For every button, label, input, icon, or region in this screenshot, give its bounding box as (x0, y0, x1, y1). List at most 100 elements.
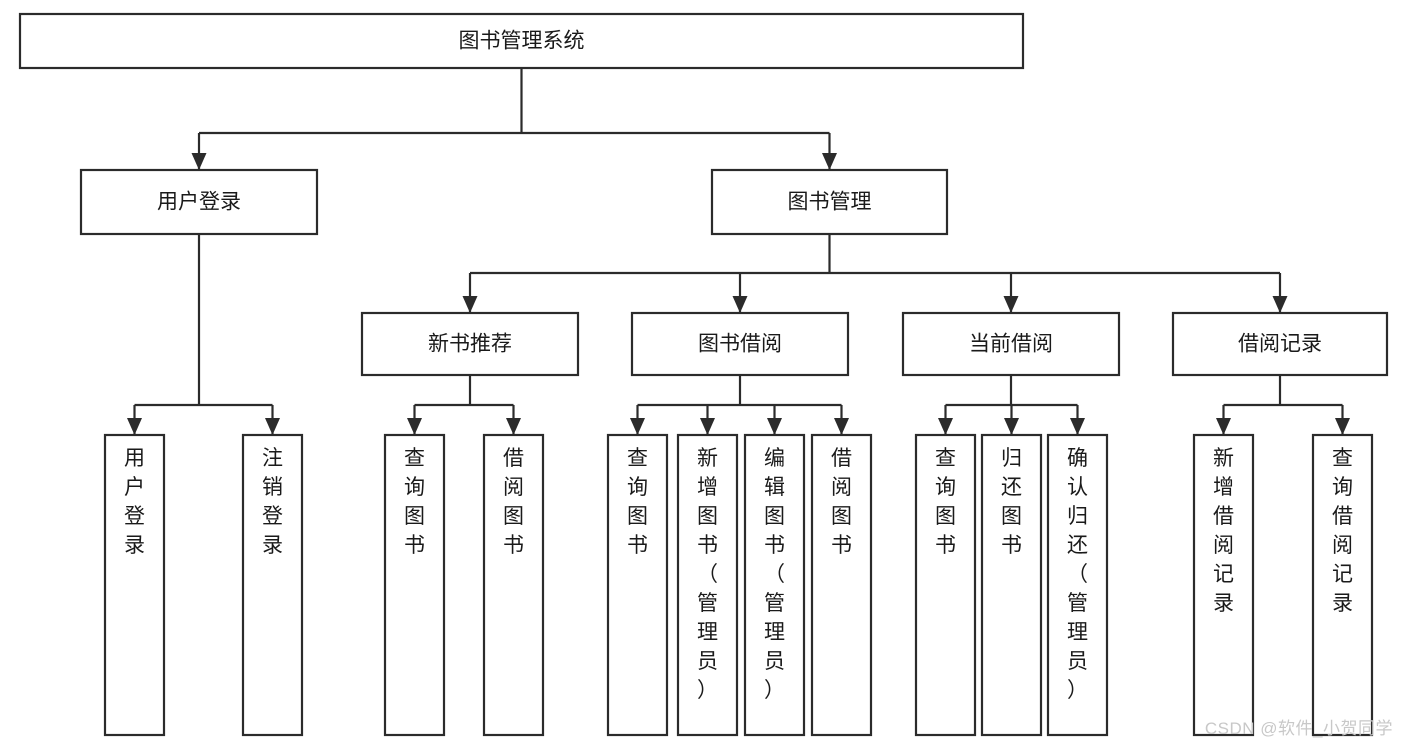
node-box-leaf-confirm-return-admin (1046, 433, 1109, 737)
node-label-leaf-add-book-admin: 理 (697, 621, 718, 644)
node-label-new-book-recommend: 新书推荐 (428, 333, 512, 356)
node-box-leaf-return-book (980, 433, 1043, 737)
node-label-leaf-confirm-return-admin: 管 (1067, 592, 1088, 615)
node-box-book-borrow (630, 311, 850, 377)
node-current-borrow[interactable]: 当前借阅 (901, 311, 1121, 377)
node-label-leaf-add-book-admin: 书 (697, 534, 718, 557)
node-label-leaf-query-book-rec: 查 (404, 447, 425, 470)
node-label-leaf-edit-book-admin: （ (764, 563, 785, 586)
node-label-leaf-add-borrow-record: 录 (1213, 592, 1234, 615)
node-box-leaf-add-borrow-record (1192, 433, 1255, 737)
node-label-borrow-record: 借阅记录 (1238, 333, 1322, 356)
node-label-leaf-return-book: 书 (1001, 534, 1022, 557)
node-user-login[interactable]: 用户登录 (79, 168, 319, 236)
node-label-leaf-add-book-admin: 增 (697, 476, 718, 499)
connector-group-user-login (127, 234, 280, 435)
arrow-head-icon (1216, 418, 1231, 435)
node-label-leaf-confirm-return-admin: 确 (1067, 447, 1088, 470)
node-label-leaf-borrow-book: 图 (831, 505, 852, 528)
node-label-leaf-confirm-return-admin: 还 (1067, 534, 1088, 557)
node-label-leaf-confirm-return-admin: 归 (1067, 505, 1088, 528)
node-label-leaf-user-login: 登 (124, 505, 145, 528)
node-label-leaf-confirm-return-admin: ） (1067, 679, 1088, 702)
arrow-head-icon (407, 418, 422, 435)
node-label-leaf-confirm-return-admin: 认 (1067, 476, 1088, 499)
node-label-leaf-query-borrow-record: 询 (1332, 476, 1353, 499)
arrow-head-icon (700, 418, 715, 435)
node-label-leaf-borrow-book: 借 (831, 447, 852, 470)
node-label-leaf-query-book-current: 图 (935, 505, 956, 528)
node-label-current-borrow: 当前借阅 (969, 333, 1053, 356)
connector-group-borrow-record (1216, 375, 1350, 435)
node-label-leaf-query-book-current: 查 (935, 447, 956, 470)
node-box-leaf-query-book-borrow (606, 433, 669, 737)
node-label-leaf-user-login: 户 (124, 476, 145, 499)
node-box-current-borrow (901, 311, 1121, 377)
node-label-leaf-add-book-admin: 新 (697, 447, 718, 470)
node-box-leaf-borrow-book (810, 433, 873, 737)
node-label-leaf-add-borrow-record: 借 (1213, 505, 1234, 528)
node-box-new-book-recommend (360, 311, 580, 377)
node-label-user-login: 用户登录 (157, 191, 241, 214)
connector-group-current-borrow (938, 375, 1085, 435)
arrow-head-icon (265, 418, 280, 435)
node-box-leaf-borrow-book-rec (482, 433, 545, 737)
node-box-leaf-edit-book-admin (743, 433, 806, 737)
node-leaf-user-login[interactable]: 用户登录 (103, 433, 166, 737)
node-label-leaf-logout: 登 (262, 505, 283, 528)
arrow-head-icon (630, 418, 645, 435)
arrow-head-icon (1003, 296, 1019, 313)
arrow-head-icon (1272, 296, 1288, 313)
node-label-leaf-borrow-book-rec: 借 (503, 447, 524, 470)
node-book-manage[interactable]: 图书管理 (710, 168, 949, 236)
arrow-head-icon (732, 296, 748, 313)
node-box-leaf-user-login (103, 433, 166, 737)
node-label-book-borrow: 图书借阅 (698, 333, 782, 356)
node-label-leaf-add-borrow-record: 新 (1213, 447, 1234, 470)
node-label-leaf-query-borrow-record: 录 (1332, 592, 1353, 615)
node-label-leaf-borrow-book: 书 (831, 534, 852, 557)
arrow-head-icon (1335, 418, 1350, 435)
node-label-leaf-query-borrow-record: 阅 (1332, 534, 1353, 557)
node-label-leaf-query-book-borrow: 书 (627, 534, 648, 557)
node-root[interactable]: 图书管理系统 (18, 12, 1025, 70)
connector-layer (127, 68, 1350, 435)
node-label-book-manage: 图书管理 (788, 191, 872, 214)
node-box-leaf-query-borrow-record (1311, 433, 1374, 737)
node-box-root (18, 12, 1025, 70)
node-borrow-record[interactable]: 借阅记录 (1171, 311, 1389, 377)
node-label-leaf-add-book-admin: 管 (697, 592, 718, 615)
arrow-head-icon (938, 418, 953, 435)
node-label-leaf-query-book-borrow: 图 (627, 505, 648, 528)
node-label-leaf-user-login: 录 (124, 534, 145, 557)
node-label-leaf-add-book-admin: （ (697, 563, 718, 586)
node-new-book-recommend[interactable]: 新书推荐 (360, 311, 580, 377)
node-label-leaf-edit-book-admin: 员 (764, 650, 785, 673)
arrow-head-icon (834, 418, 849, 435)
node-label-leaf-borrow-book-rec: 阅 (503, 476, 524, 499)
node-book-borrow[interactable]: 图书借阅 (630, 311, 850, 377)
node-label-leaf-query-book-current: 询 (935, 476, 956, 499)
node-label-leaf-confirm-return-admin: 员 (1067, 650, 1088, 673)
node-label-leaf-borrow-book: 阅 (831, 476, 852, 499)
connector-group-root (191, 68, 837, 170)
node-box-leaf-logout (241, 433, 304, 737)
node-label-leaf-edit-book-admin: 书 (764, 534, 785, 557)
node-label-leaf-edit-book-admin: 图 (764, 505, 785, 528)
arrow-head-icon (1070, 418, 1085, 435)
node-label-leaf-edit-book-admin: ） (764, 679, 785, 702)
